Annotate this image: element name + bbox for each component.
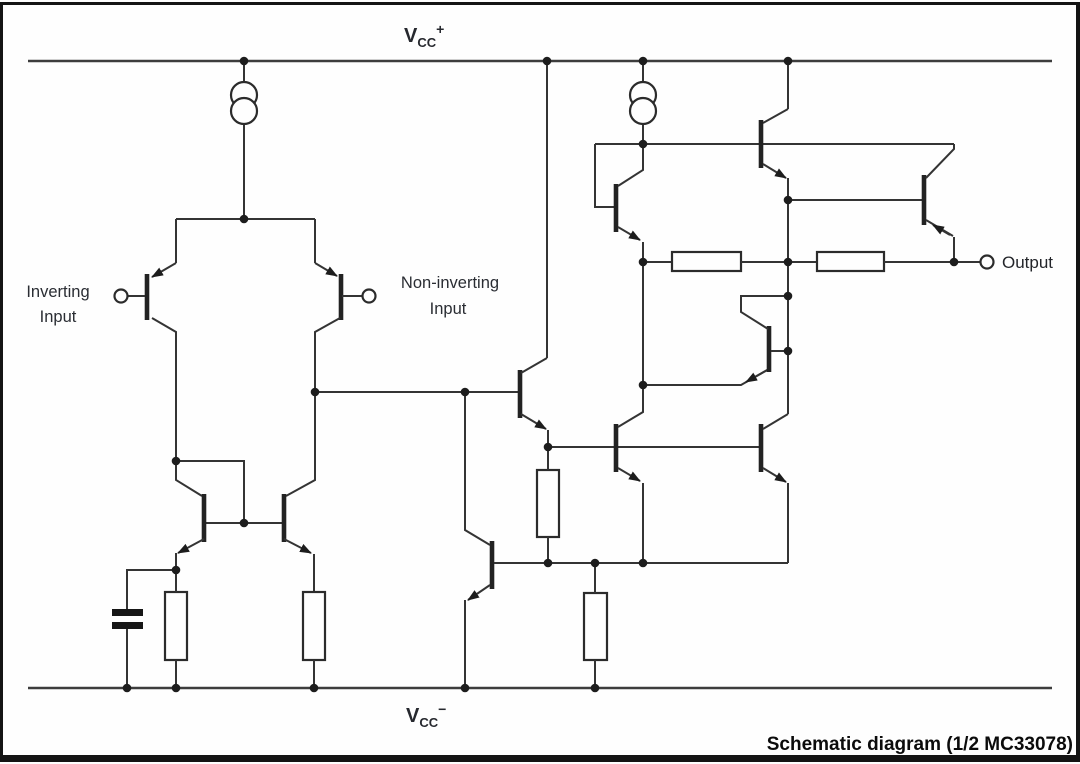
compensation-capacitor — [112, 569, 176, 688]
non-inverting-input-label-line2: Input — [430, 300, 467, 318]
junction-dots — [122, 56, 959, 693]
vcc-plus-label: VCC+ — [404, 21, 444, 50]
resistor-mirror-left — [163, 590, 189, 662]
non-inverting-input-label: Non-inverting — [401, 274, 499, 292]
non-inverting-input-terminal[interactable] — [361, 288, 377, 304]
resistor-stage — [535, 468, 561, 539]
resistor-mirror-right — [301, 590, 327, 662]
current-source-left-icon — [229, 61, 259, 219]
resistor-bottom-middle — [582, 591, 609, 662]
output-label: Output — [1002, 253, 1053, 272]
gain-stage — [315, 61, 788, 688]
inverting-input-terminal[interactable] — [113, 288, 129, 304]
caption: Schematic diagram (1/2 MC33078) — [767, 734, 1073, 755]
current-source-right-icon — [628, 61, 658, 144]
resistor-output-left — [670, 250, 743, 273]
output-terminal[interactable] — [979, 254, 995, 270]
output-stage — [643, 61, 980, 563]
resistor-output-right — [815, 250, 886, 273]
vcc-minus-label: VCC− — [406, 701, 446, 730]
inverting-input-label: Inverting — [26, 283, 89, 301]
diff-pair — [128, 218, 362, 497]
bias-network — [594, 143, 954, 563]
current-mirror — [163, 460, 327, 688]
inverting-input-label-line2: Input — [40, 308, 77, 326]
